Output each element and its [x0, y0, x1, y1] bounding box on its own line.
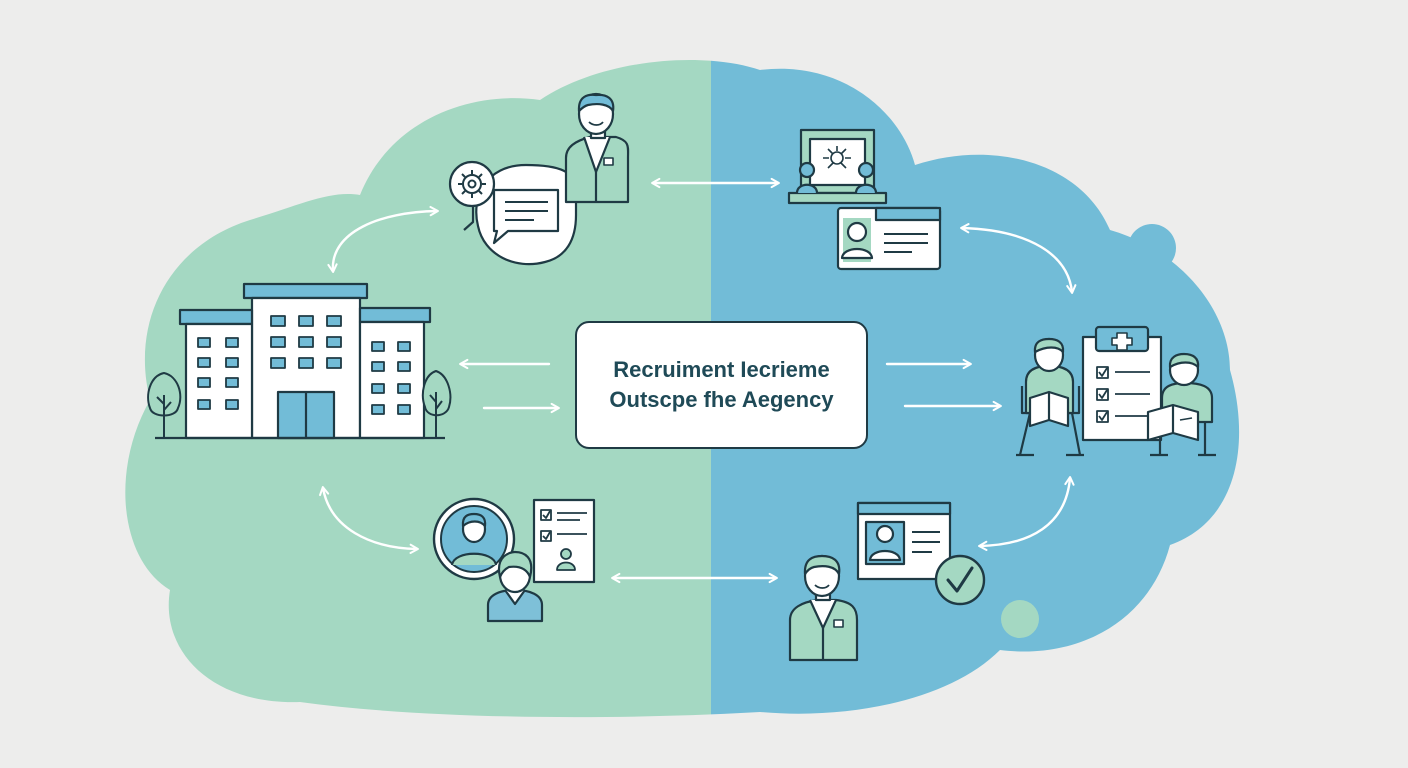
- center-title-line-1: Recruiment Iecrieme: [613, 357, 830, 382]
- tree-icon: [421, 369, 452, 438]
- center-title-box: Recruiment Iecrieme Outscpe fhe Aegency: [575, 321, 868, 449]
- tree-icon: [147, 371, 182, 438]
- patients-clipboard-icon: [1016, 325, 1216, 457]
- connector-arrows: [319, 177, 1077, 584]
- computer-meeting-icon: [787, 128, 888, 205]
- staff-member-icon: [788, 554, 859, 662]
- hospital-building-icon: [155, 282, 445, 440]
- center-title-line-2: Outscpe fhe Aegency: [609, 387, 834, 412]
- doctor-icon: [564, 92, 630, 204]
- decorative-circles: [382, 119, 1176, 641]
- id-card-icon: [836, 206, 942, 271]
- profile-check-icon: [856, 501, 986, 606]
- candidates-checklist-icon: [432, 497, 596, 623]
